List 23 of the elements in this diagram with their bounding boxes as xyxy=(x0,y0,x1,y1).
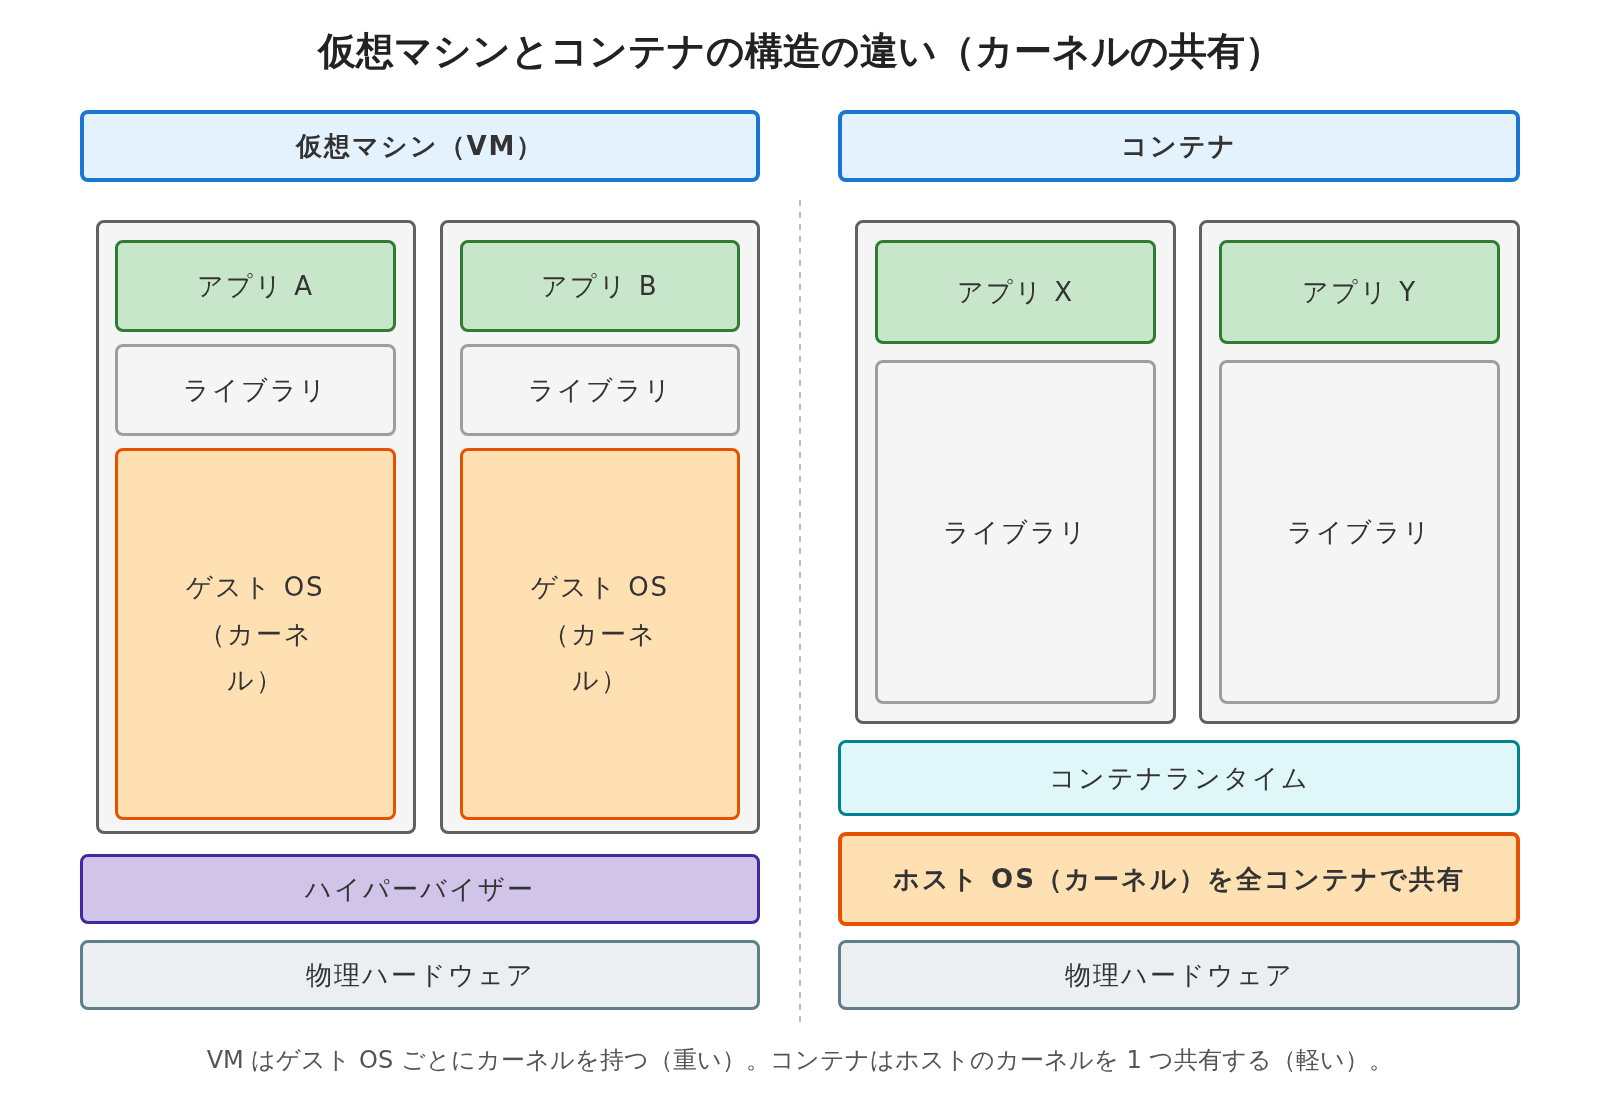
host-os-box: ホスト OS（カーネル）を全コンテナで共有 xyxy=(838,832,1520,926)
group-box xyxy=(855,220,1176,724)
header-box: 仮想マシン（VM） xyxy=(80,110,760,182)
group-box xyxy=(440,220,760,834)
caption: VM はゲスト OS ごとにカーネルを持つ（重い）。コンテナはホストのカーネルを 1 つ共有する（軽い）。 xyxy=(205,1045,1395,1076)
runtime-box: コンテナランタイム xyxy=(838,740,1520,816)
guest-os-box: ゲスト OS（カーネル） xyxy=(115,448,396,820)
guest-os-box: ゲスト OS（カーネル） xyxy=(460,448,740,820)
app-box: アプリ B xyxy=(460,240,740,332)
library-box: ライブラリ xyxy=(460,344,740,436)
group-box xyxy=(96,220,416,834)
app-box: アプリ X xyxy=(875,240,1156,344)
diagram-title: 仮想マシンとコンテナの構造の違い（カーネルの共有） xyxy=(316,28,1284,75)
hardware-box: 物理ハードウェア xyxy=(80,940,760,1010)
app-box: アプリ Y xyxy=(1219,240,1500,344)
header-box: コンテナ xyxy=(838,110,1520,182)
library-box: ライブラリ xyxy=(875,360,1156,704)
hypervisor-box: ハイパーバイザー xyxy=(80,854,760,924)
group-box xyxy=(1199,220,1520,724)
library-box: ライブラリ xyxy=(1219,360,1500,704)
hardware-box: 物理ハードウェア xyxy=(838,940,1520,1010)
library-box: ライブラリ xyxy=(115,344,396,436)
app-box: アプリ A xyxy=(115,240,396,332)
